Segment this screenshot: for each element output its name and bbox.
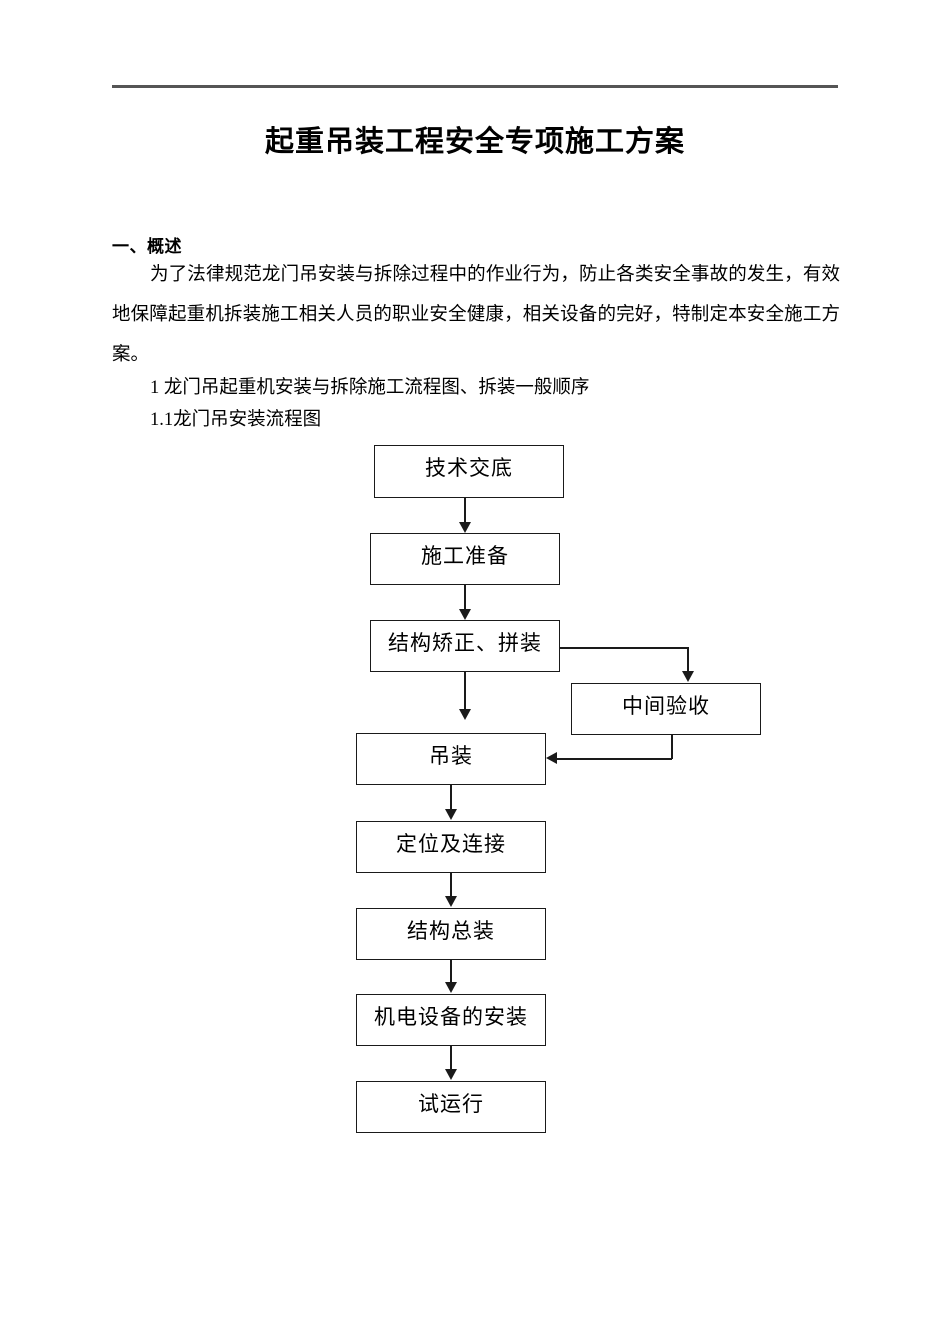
edge-n1-n2-arrowhead [458, 522, 471, 533]
edge-n8-n9-arrowhead [444, 1069, 457, 1080]
flow-node-electromechanical-equipment-installation[interactable]: 机电设备的安装 [356, 994, 546, 1046]
edge-n4-n5-vline [671, 735, 673, 759]
edge-n5-n6-arrowhead [444, 809, 457, 820]
edge-n2-n3-line [464, 585, 466, 611]
flow-node-hoisting[interactable]: 吊装 [356, 733, 546, 785]
edge-n6-n7-line [450, 873, 452, 898]
edge-n4-n5-hline [556, 758, 672, 760]
edge-n8-n9-line [450, 1046, 452, 1071]
edge-n3-n5-arrowhead [458, 709, 471, 720]
edge-n7-n8-line [450, 960, 452, 984]
flow-node-label: 结构矫正、拼装 [388, 631, 542, 655]
flow-node-intermediate-acceptance[interactable]: 中间验收 [571, 683, 761, 735]
flow-node-trial-run[interactable]: 试运行 [356, 1081, 546, 1133]
flow-node-label: 吊装 [429, 744, 473, 768]
edge-n4-n5-arrowhead [546, 752, 557, 764]
flow-node-label: 施工准备 [421, 544, 509, 568]
edge-n2-n3-arrowhead [458, 609, 471, 620]
section-heading-overview: 一、概述 [112, 237, 182, 256]
header-divider [112, 85, 838, 88]
flow-node-label: 结构总装 [407, 919, 495, 943]
edge-n6-n7-arrowhead [444, 896, 457, 907]
list-item-1: 1 龙门吊起重机安装与拆除施工流程图、拆装一般顺序 [150, 378, 590, 398]
flow-node-label: 机电设备的安装 [374, 1005, 528, 1029]
edge-n3-n5-line [464, 672, 466, 711]
edge-n3-n4-vline [687, 647, 689, 672]
flow-node-label: 试运行 [418, 1092, 484, 1116]
flow-node-structure-straightening-assembly[interactable]: 结构矫正、拼装 [370, 620, 560, 672]
edge-n3-n4-arrowhead [681, 671, 694, 682]
flow-node-label: 技术交底 [425, 456, 513, 480]
edge-n5-n6-line [450, 785, 452, 811]
edge-n3-n4-hline [560, 647, 689, 649]
flow-node-label: 定位及连接 [396, 832, 506, 856]
edge-n1-n2-line [464, 498, 466, 525]
page-title: 起重吊装工程安全专项施工方案 [264, 126, 685, 158]
flow-node-technical-briefing[interactable]: 技术交底 [374, 445, 564, 498]
flow-node-label: 中间验收 [622, 694, 710, 718]
flow-node-construction-preparation[interactable]: 施工准备 [370, 533, 560, 585]
edge-n7-n8-arrowhead [444, 982, 457, 993]
overview-paragraph: 为了法律规范龙门吊安装与拆除过程中的作业行为，防止各类安全事故的发生，有效地保障… [112, 265, 840, 365]
flow-node-positioning-connection[interactable]: 定位及连接 [356, 821, 546, 873]
list-item-1-1: 1.1龙门吊安装流程图 [150, 410, 322, 430]
flow-node-structure-final-assembly[interactable]: 结构总装 [356, 908, 546, 960]
